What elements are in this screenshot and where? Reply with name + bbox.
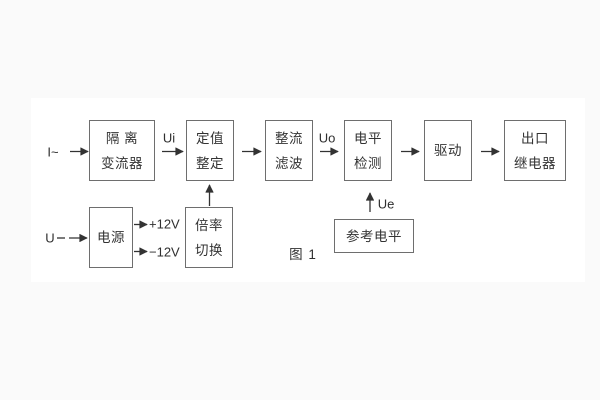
block-label: 电源 [97, 230, 125, 245]
signal-label-input-current: I~ [47, 144, 59, 160]
block-isolation-transformer: 隔 离 变流器 [89, 120, 155, 181]
block-output-relay: 出口 继电器 [504, 120, 566, 181]
block-label: 定值 [196, 130, 224, 146]
block-label: 变流器 [101, 155, 143, 171]
signal-label-ue: Ue [377, 196, 395, 212]
block-multiplier-switch: 倍率 切换 [185, 207, 233, 268]
block-label: 驱动 [434, 143, 462, 158]
block-reference-level: 参考电平 [334, 219, 414, 253]
block-label: 检测 [354, 155, 382, 171]
block-setpoint-adjust: 定值 整定 [186, 120, 234, 181]
block-label: 切换 [195, 242, 223, 258]
block-drive: 驱动 [424, 120, 472, 181]
signal-label-plus-12v: +12V [149, 216, 180, 232]
block-label: 整定 [196, 155, 224, 171]
signal-label-ui: Ui [162, 130, 176, 146]
block-level-detect: 电平 检测 [344, 120, 392, 181]
signal-label-input-voltage: U [45, 230, 55, 246]
block-label: 隔 离 [105, 130, 139, 146]
block-power-supply: 电源 [89, 207, 133, 268]
signal-label-minus-12v: −12V [149, 244, 180, 260]
block-label: 倍率 [195, 217, 223, 233]
figure-caption: 图 1 [289, 247, 317, 262]
block-rectifier-filter: 整流 滤波 [265, 120, 313, 181]
block-label: 参考电平 [346, 228, 402, 244]
block-label: 电平 [354, 130, 382, 146]
signal-label-uo: Uo [318, 130, 336, 146]
block-label: 出口 [521, 130, 549, 146]
block-label: 滤波 [275, 155, 303, 171]
block-label: 整流 [275, 130, 303, 146]
block-label: 继电器 [514, 155, 556, 171]
